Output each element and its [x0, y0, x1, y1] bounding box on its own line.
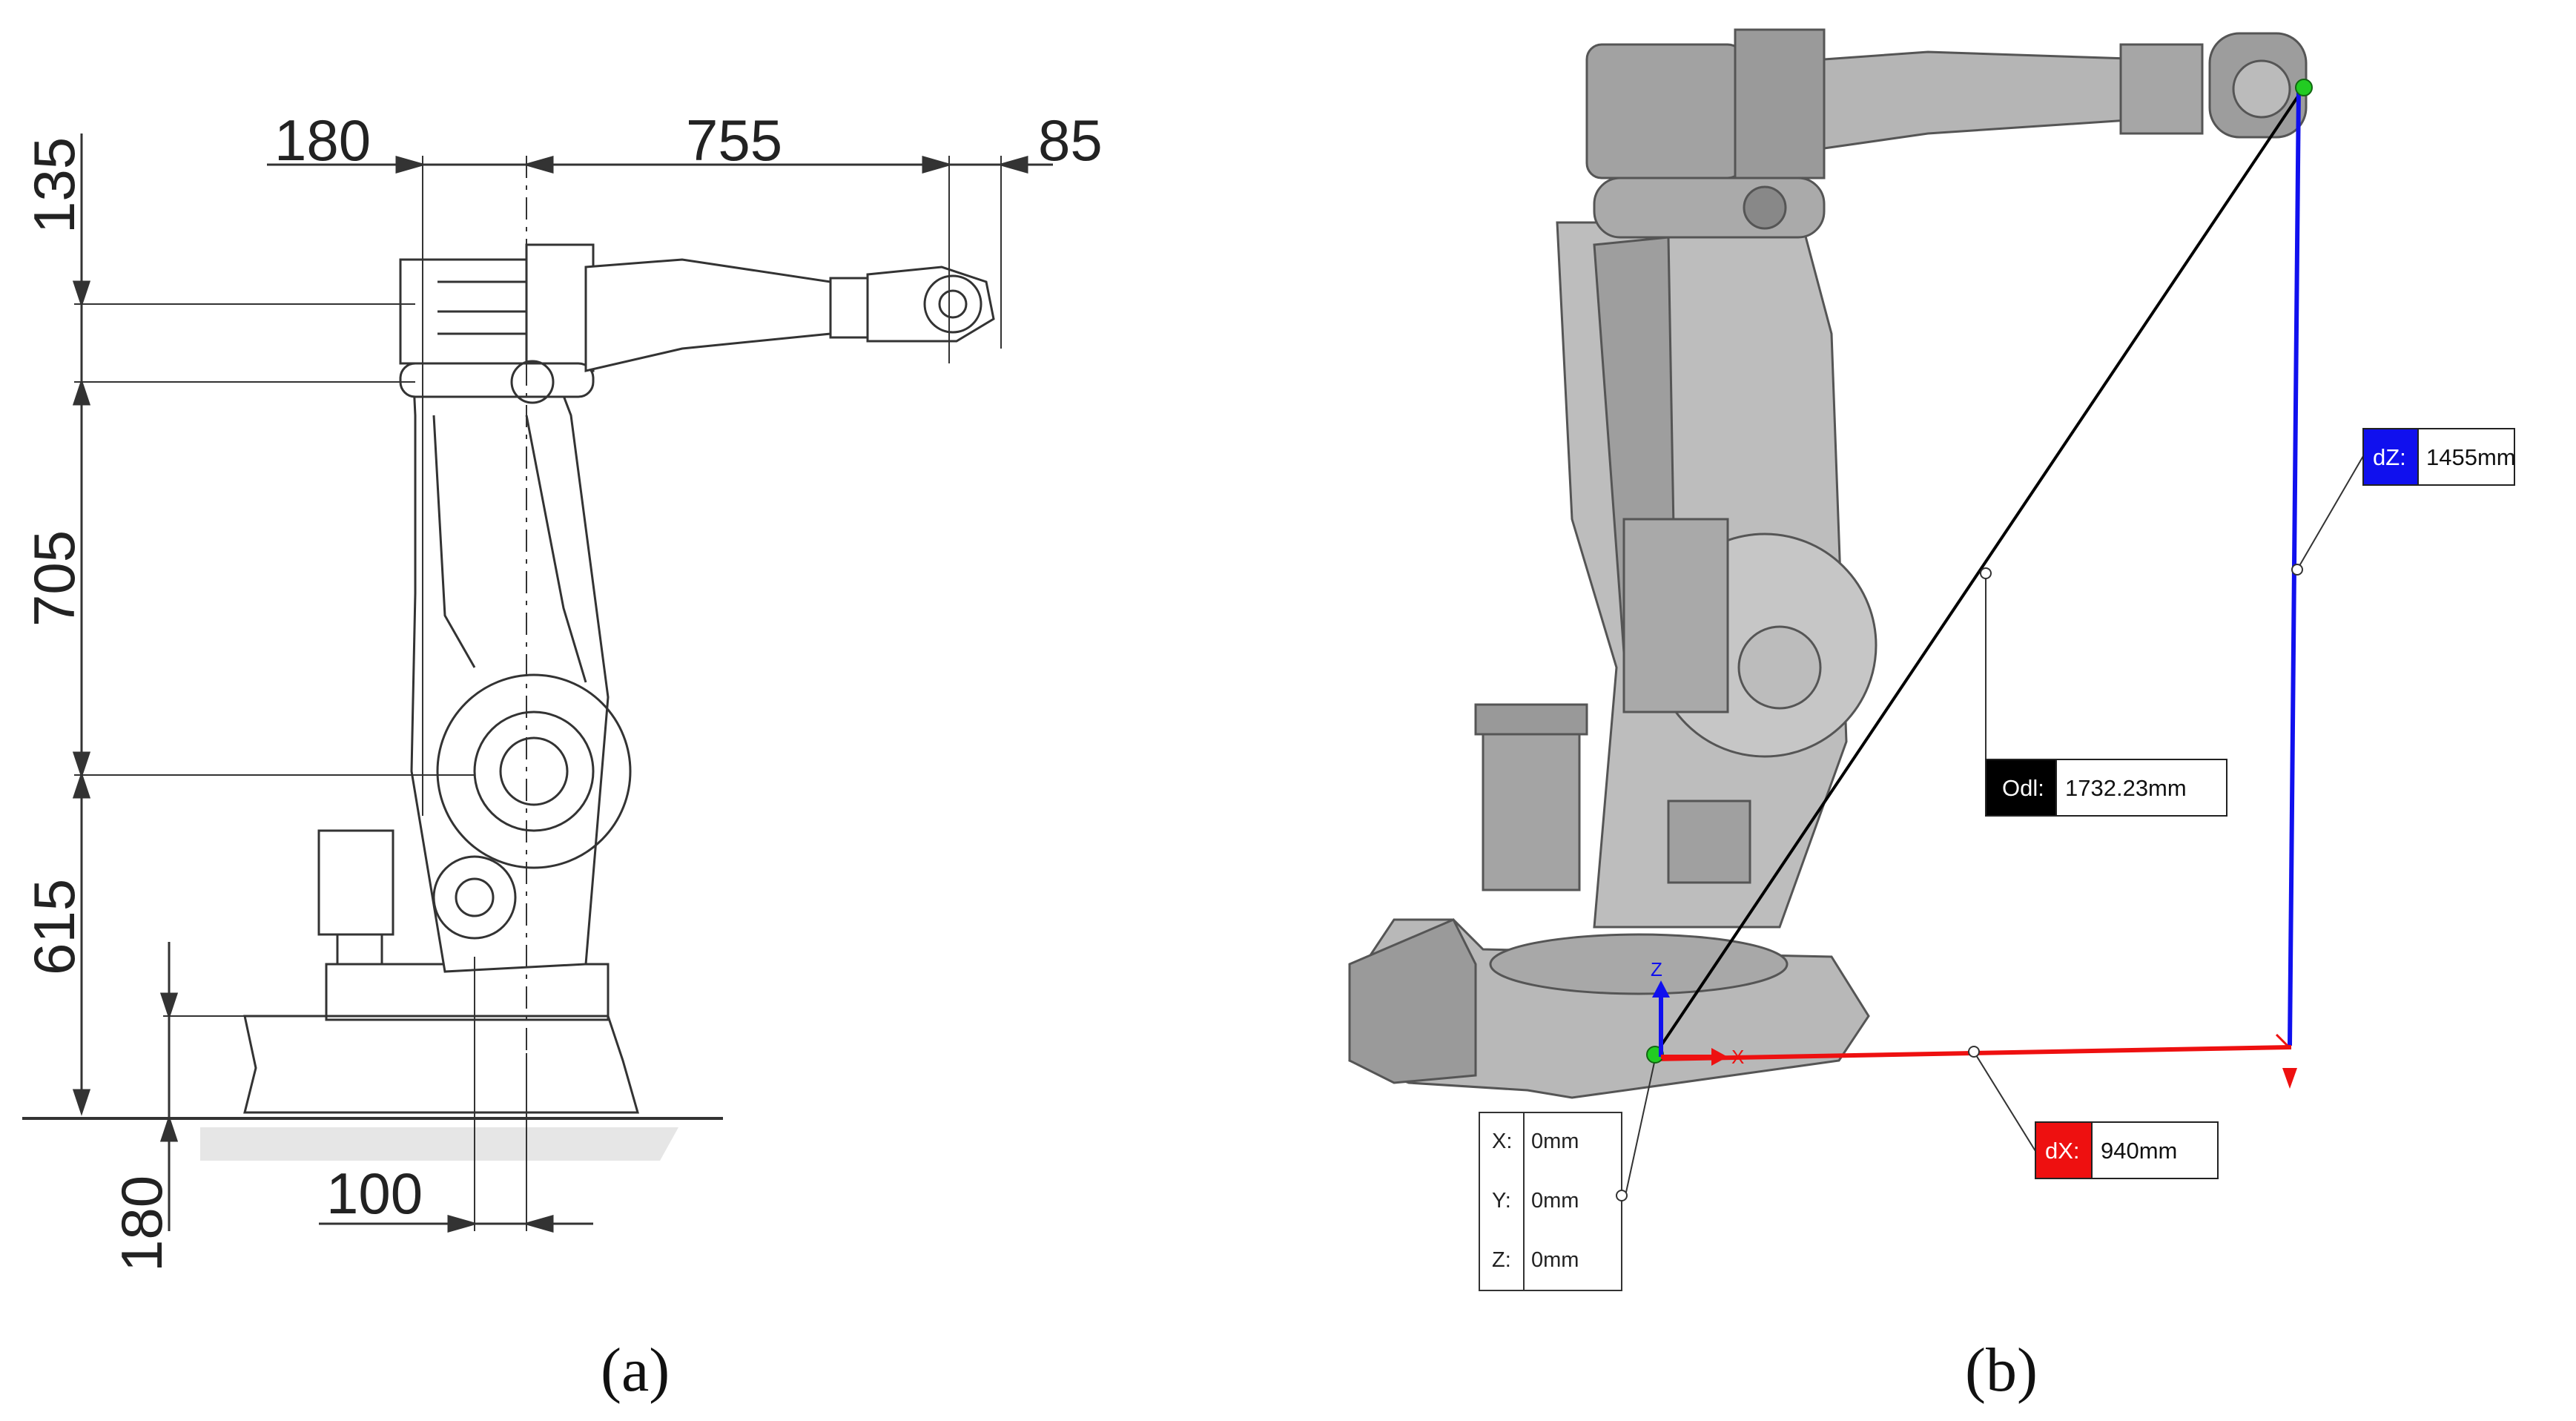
odl-value: 1732.23mm: [2065, 775, 2187, 801]
origin-z-label: Z:: [1492, 1248, 1511, 1272]
caption-b: (b): [1965, 1336, 2038, 1405]
dim-label-705: 705: [22, 530, 87, 627]
origin-z-value: 0mm: [1531, 1248, 1579, 1272]
origin-y-label: Y:: [1492, 1189, 1511, 1213]
odl-line: [1654, 86, 2305, 1056]
dim-label-85: 85: [1038, 108, 1103, 173]
dim-label-180-top: 180: [274, 108, 371, 173]
coordinate-triad: Z X: [1651, 958, 1744, 1068]
dz-callout: dZ: 1455mm: [2362, 428, 2516, 486]
panel-b-robot-render: [1348, 28, 2308, 1099]
panel-a-dimension-lines: [72, 133, 1053, 1233]
dx-callout: dX: 940mm: [2035, 1121, 2219, 1179]
dz-tag: dZ:: [2373, 444, 2406, 470]
end-point: [2295, 79, 2313, 96]
dx-value: 940mm: [2101, 1138, 2177, 1164]
odl-tag: Odl:: [2002, 775, 2044, 801]
odl-callout: Odl: 1732.23mm: [1985, 759, 2227, 817]
dim-label-615: 615: [22, 879, 87, 975]
axis-label-z: Z: [1651, 958, 1662, 980]
dx-tag: dX:: [2045, 1138, 2080, 1164]
origin-y-value: 0mm: [1531, 1189, 1579, 1213]
origin-x-label: X:: [1492, 1130, 1512, 1153]
dim-label-755: 755: [686, 108, 782, 173]
measurement-lines: [1625, 79, 2364, 1196]
dz-value: 1455mm: [2426, 444, 2516, 470]
dim-label-135: 135: [22, 137, 87, 234]
origin-x-value: 0mm: [1531, 1130, 1579, 1153]
panel-a-drawing: [22, 156, 1002, 1231]
origin-coordinates-box: X: 0mm Y: 0mm Z: 0mm: [1479, 1112, 1628, 1291]
dim-label-180-left: 180: [109, 1176, 174, 1272]
caption-a: (a): [601, 1336, 670, 1405]
dz-arrow-icon: [2282, 1068, 2297, 1089]
axis-label-x: X: [1731, 1046, 1744, 1068]
dim-label-100: 100: [326, 1161, 423, 1226]
